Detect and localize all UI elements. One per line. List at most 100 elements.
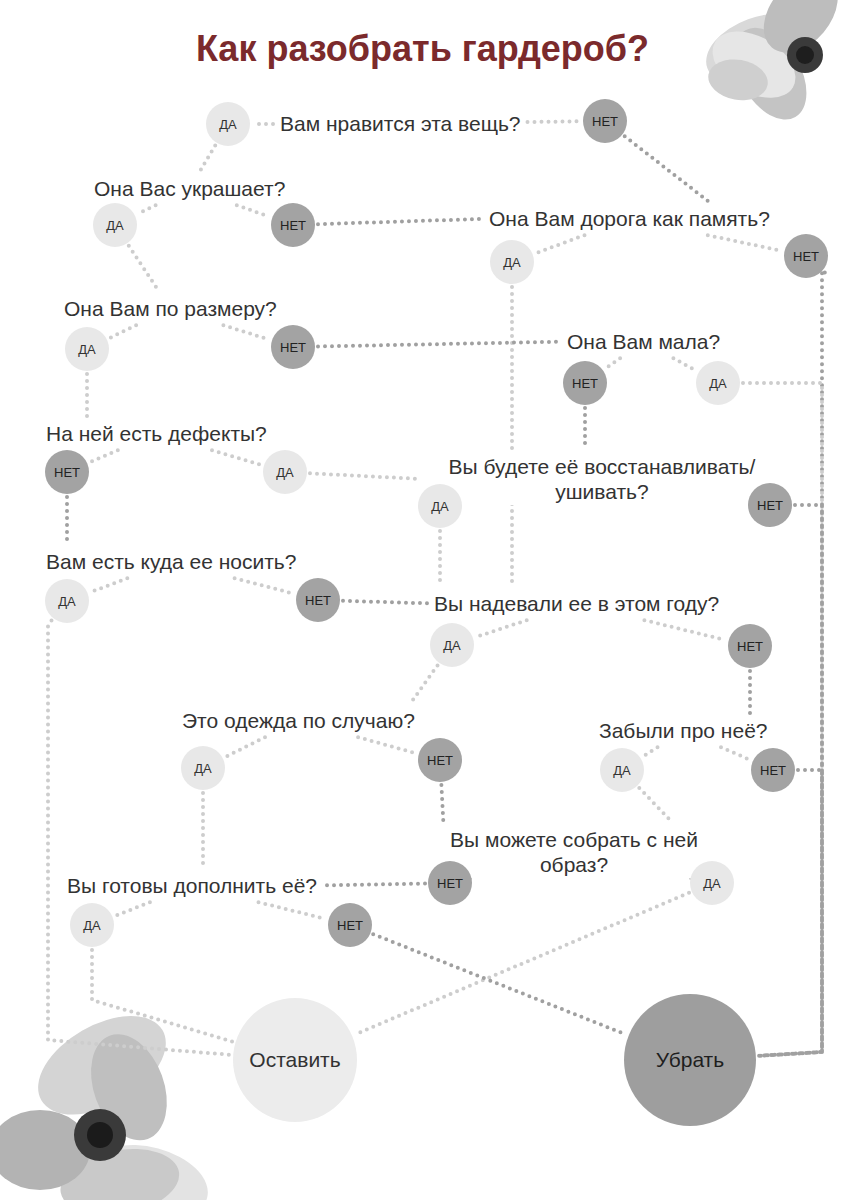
answer-label: ДА [78,342,95,357]
circle-fill [784,234,828,278]
dotted-connector [605,358,620,368]
no-circle: НЕТ [748,483,792,527]
question-text: Вам есть куда ее носить? [42,548,300,575]
yes-circle: ДА [181,746,225,790]
dotted-connector [441,785,443,823]
yes-circle: ДА [696,361,740,405]
dotted-connector [410,665,438,704]
question-text: Она Вам дорога как память? [485,205,774,232]
answer-label: ДА [431,499,448,514]
circle-fill [45,450,89,494]
dotted-connector [138,205,156,214]
dotted-connector [644,620,725,640]
dotted-connector [721,747,750,760]
no-circle: НЕТ [418,738,462,782]
circle-fill [430,623,474,667]
yes-circle: ДА [93,203,137,247]
circle-fill [748,483,792,527]
answer-label: ДА [613,763,630,778]
dotted-connector [48,621,230,1055]
dotted-connector [115,902,150,916]
circle-fill [624,994,756,1126]
question-label: Это одежда по случаю? [182,709,415,732]
circle-fill [296,578,340,622]
circle-fill [271,325,315,369]
dotted-connector [90,450,118,462]
yes-circle: ДА [600,748,644,792]
question-text: Она Вам мала? [563,328,724,355]
dotted-connector [639,788,673,823]
circle-fill [428,861,472,905]
yes-circle: ДА [690,861,734,905]
yes-circle: ДА [418,484,462,528]
answer-label: НЕТ [572,376,598,391]
dotted-connector [324,884,425,886]
circle-fill [696,361,740,405]
answer-label: НЕТ [737,639,763,654]
answer-label: НЕТ [793,249,819,264]
dotted-connector [438,531,442,587]
yes-circle: ДА [490,240,534,284]
answer-label: НЕТ [757,498,783,513]
keep-circle: Оставить [233,998,357,1122]
dotted-connector [310,473,415,478]
question-text: Вам нравится эта вещь? [276,110,525,137]
question-text: Вы готовы дополнить её? [63,872,321,899]
circle-fill [181,746,225,790]
circle-fill [751,748,795,792]
dotted-connector [318,342,560,347]
no-circle: НЕТ [583,99,627,143]
question-label: Она Вас украшает? [94,177,285,200]
no-circle: НЕТ [784,234,828,278]
question-text: Забыли про неё? [595,717,772,744]
question-label: Вы будете её восстанавливать/ ушивать? [449,455,756,503]
answer-label: НЕТ [592,114,618,129]
yes-circle: ДА [206,102,250,146]
question-text: Вы можете собрать с ней образ? [425,826,723,878]
question-text: Вы будете её восстанавливать/ ушивать? [418,453,786,505]
question-label: На ней есть дефекты? [46,422,267,445]
yes-circle: ДА [430,623,474,667]
yes-circle: ДА [70,903,114,947]
question-text: Она Вам по размеру? [60,295,281,322]
question-label: Забыли про неё? [599,719,768,742]
question-label: Она Вам по размеру? [64,297,277,320]
question-label: Вы надевали ее в этом году? [434,592,719,615]
circle-fill [690,861,734,905]
no-circle: НЕТ [751,748,795,792]
question-label: Вы готовы дополнить её? [67,874,317,897]
answer-label: ДА [83,918,100,933]
question-text: Она Вас украшает? [90,175,289,202]
answer-label: НЕТ [337,918,363,933]
dotted-connector [528,119,581,124]
dotted-connector [355,893,689,1035]
yes-circle: ДА [263,450,307,494]
dotted-connector [625,136,710,202]
answer-label: НЕТ [305,593,331,608]
no-circle: НЕТ [563,361,607,405]
answer-label: ДА [276,465,293,480]
dotted-connector [476,620,527,637]
answer-label: НЕТ [54,465,80,480]
no-circle: НЕТ [428,861,472,905]
dotted-connector [85,374,89,417]
chart-title: Как разобрать гардероб? [0,28,845,70]
dotted-connector [673,358,696,371]
answer-label: ДА [219,117,236,132]
circle-fill [206,102,250,146]
no-circle: НЕТ [45,450,89,494]
no-circle: НЕТ [328,903,372,947]
circle-fill [418,484,462,528]
discard-circle: Убрать [624,994,756,1126]
dotted-connector [759,270,825,1056]
no-circle: НЕТ [296,578,340,622]
question-label: Вам нравится эта вещь? [280,112,521,135]
answer-label: ДА [194,761,211,776]
dotted-connector [200,146,216,173]
circle-fill [728,624,772,668]
dotted-connector [343,601,427,604]
circle-fill [328,903,372,947]
dotted-connector [253,122,273,126]
answer-label: НЕТ [427,753,453,768]
dotted-connector [708,235,782,251]
